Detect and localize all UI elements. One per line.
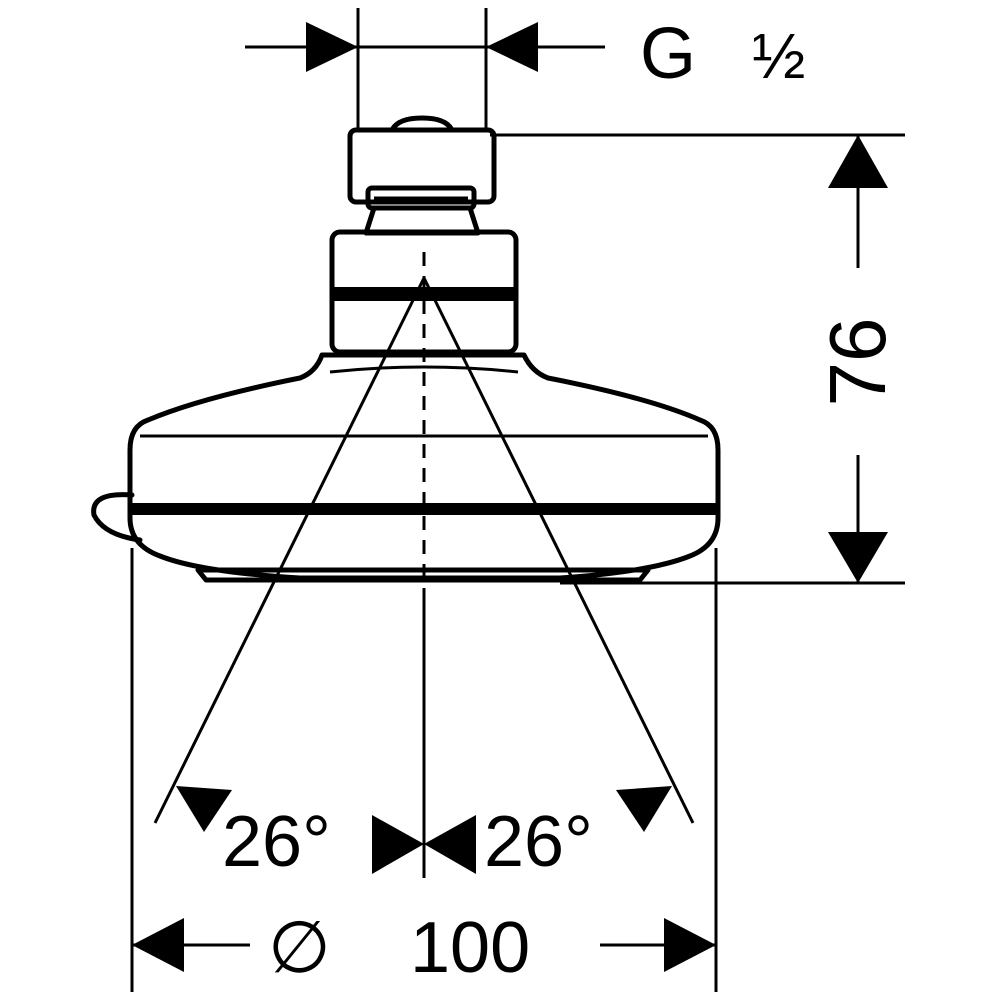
diameter-arrow-left: [132, 918, 184, 972]
angle-arrow-outer-right: [616, 786, 672, 832]
shower-head: [91, 115, 721, 583]
spray-lever: [91, 492, 143, 543]
thread-dimension: G ½: [245, 8, 805, 128]
diameter-dimension: ∅ 100: [130, 548, 718, 992]
diameter-symbol: ∅: [268, 908, 331, 988]
angle-arrow-center-right: [424, 815, 476, 874]
diameter-value: 100: [410, 908, 530, 988]
height-arrow-top: [828, 135, 888, 188]
spray-cone-line-right: [422, 277, 695, 824]
spray-angle-right-value: 26°: [484, 802, 593, 882]
angle-arrow-outer-left: [176, 786, 232, 832]
dome-band: [130, 503, 718, 515]
connection-nut: [347, 127, 497, 205]
height-dimension: 76: [490, 133, 905, 585]
thread-fraction: ½: [752, 20, 805, 92]
thread-arrow-left: [306, 22, 358, 72]
diameter-arrow-right: [664, 918, 716, 972]
thread-arrow-right: [486, 22, 538, 72]
spray-cone-line-left: [153, 277, 426, 824]
spray-angle-left-value: 26°: [222, 802, 331, 882]
height-value: 76: [813, 318, 902, 407]
spray-face: [195, 567, 651, 583]
spray-angle-dimension: 26° 26°: [176, 786, 672, 882]
thread-label: G: [640, 14, 696, 94]
angle-arrow-center-left: [372, 815, 424, 874]
nut-top-cap: [389, 115, 455, 133]
nut-neck: [363, 205, 481, 236]
joint-band: [332, 287, 516, 301]
dome-top-edge: [329, 365, 519, 374]
height-arrow-bottom: [828, 532, 888, 583]
nut-collar: [365, 185, 477, 211]
